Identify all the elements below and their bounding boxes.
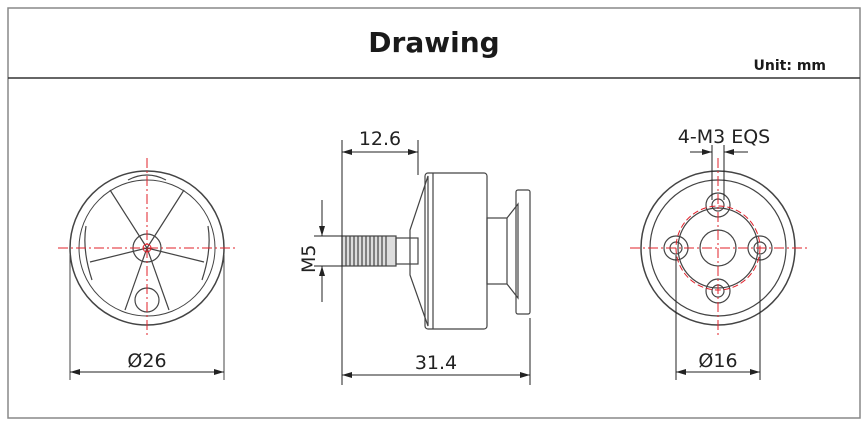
shaft-length-label: 12.6 xyxy=(358,128,402,150)
front-diameter-label: Ø26 xyxy=(127,350,167,372)
hole-spacing-label: Ø16 xyxy=(698,350,738,372)
unit-label: Unit: mm xyxy=(753,58,826,74)
page-title: Drawing xyxy=(368,26,500,59)
front-view xyxy=(58,158,236,380)
thread-label: M5 xyxy=(298,244,320,273)
total-length-label: 31.4 xyxy=(414,352,458,374)
mount-holes-label: 4-M3 EQS xyxy=(677,126,771,148)
side-view xyxy=(314,140,531,385)
rear-view xyxy=(630,145,808,380)
frame-border xyxy=(7,7,861,419)
